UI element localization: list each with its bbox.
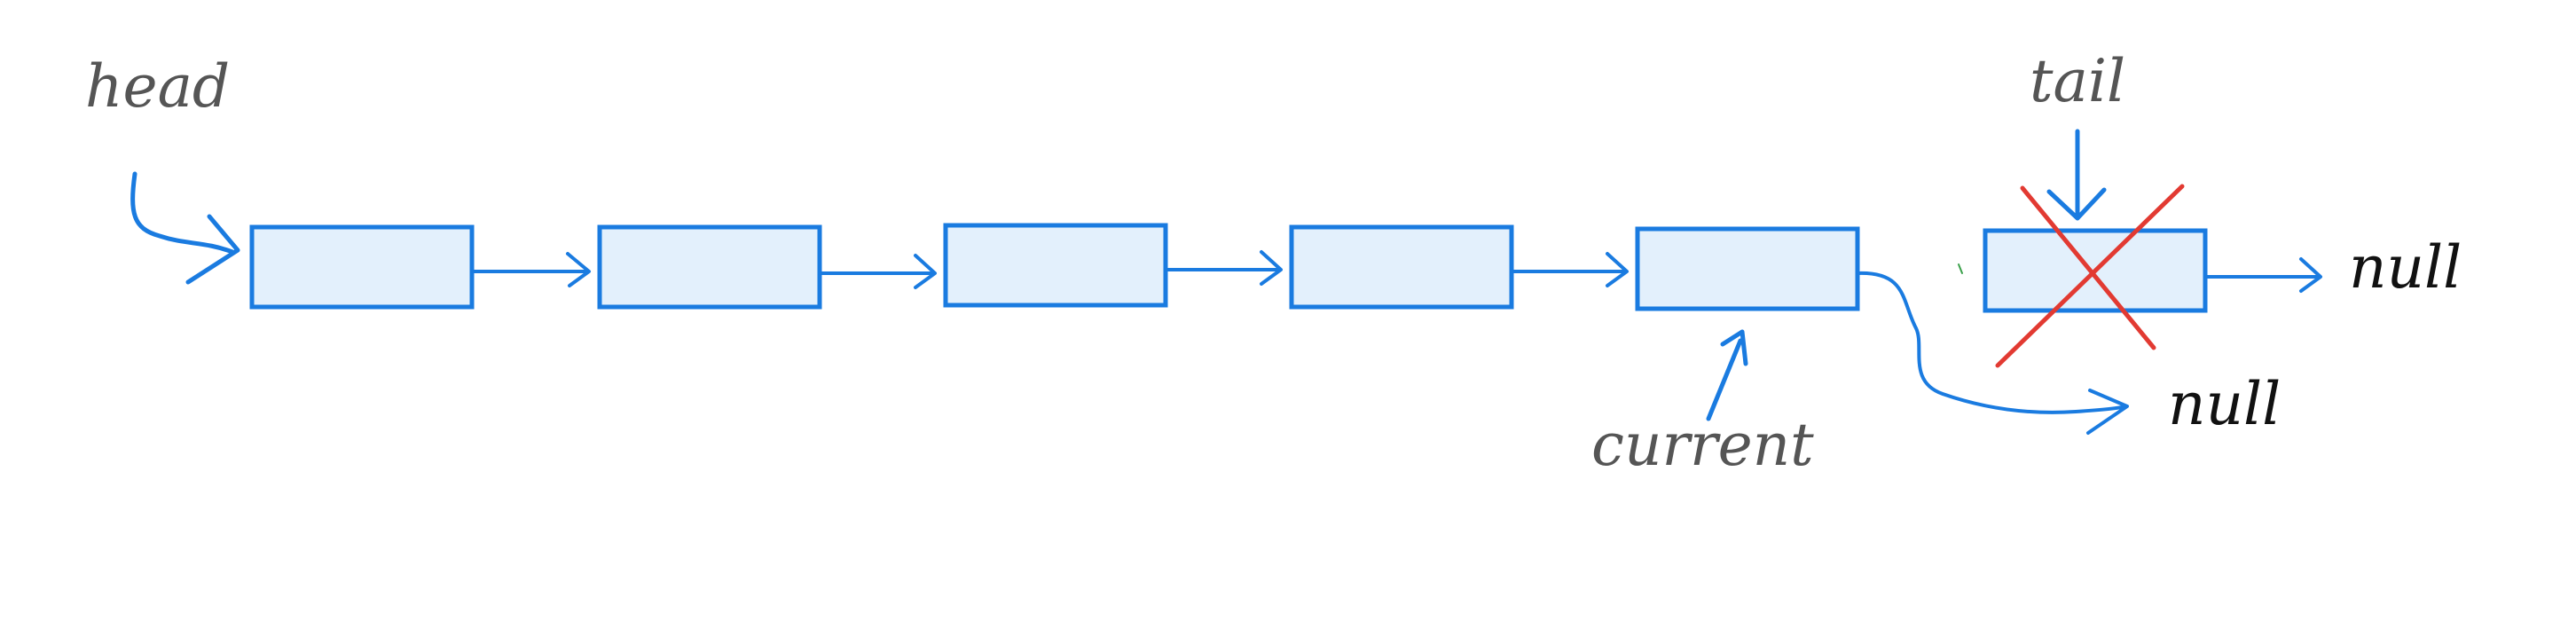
current-pointer-arrow bbox=[1706, 329, 1748, 421]
head-label: head bbox=[85, 52, 230, 121]
cross-stroke-2 bbox=[1995, 184, 2185, 368]
null-label-tail: null bbox=[2349, 233, 2462, 302]
list-node-1 bbox=[249, 224, 475, 310]
next-arrow-6-to-null bbox=[2203, 257, 2322, 293]
nodes-group bbox=[249, 223, 2208, 313]
list-node-4 bbox=[1289, 224, 1514, 310]
null-label-current: null bbox=[2168, 370, 2281, 438]
list-node-3 bbox=[943, 223, 1168, 308]
next-arrow-3 bbox=[1164, 250, 1283, 286]
next-arrow-2 bbox=[818, 254, 937, 289]
next-arrows bbox=[470, 250, 2322, 293]
current-label: current bbox=[1591, 411, 1814, 479]
next-arrow-4 bbox=[1510, 252, 1629, 287]
head-pointer-arrow bbox=[130, 171, 240, 285]
cross-stroke-1 bbox=[2020, 185, 2156, 350]
stray-mark bbox=[1958, 263, 1963, 274]
list-node-5 bbox=[1635, 226, 1860, 311]
next-arrow-1 bbox=[470, 252, 591, 287]
removed-node-cross bbox=[1995, 184, 2185, 368]
tail-pointer-arrow bbox=[2046, 129, 2107, 221]
current-next-to-null-arrow bbox=[1856, 271, 2129, 435]
list-node-2 bbox=[597, 224, 822, 310]
tail-label: tail bbox=[2030, 47, 2125, 115]
